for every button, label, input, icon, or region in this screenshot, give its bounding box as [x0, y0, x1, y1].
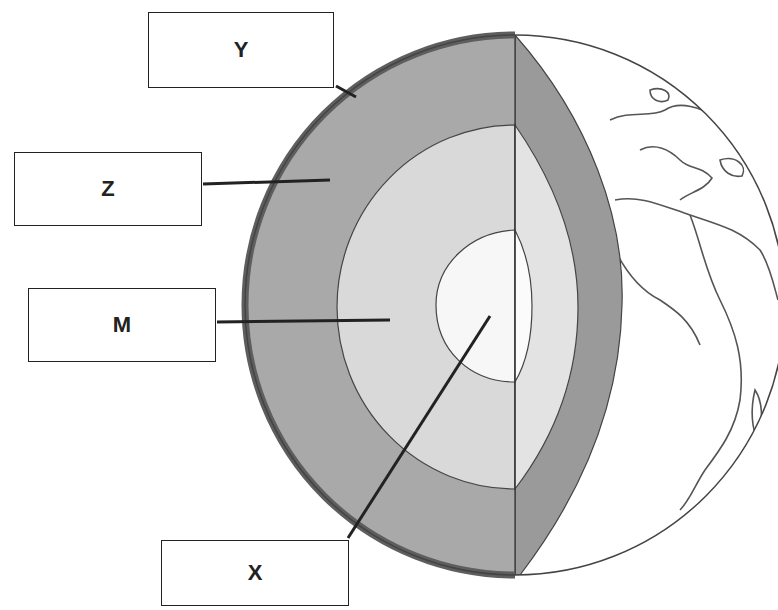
label-box: M — [28, 288, 216, 362]
label-box: X — [161, 540, 349, 606]
layer-letter: M — [113, 312, 131, 338]
continent-outline — [610, 89, 778, 510]
label-box: Z — [14, 152, 202, 226]
layer-letter: Z — [101, 176, 114, 202]
layer-letter: X — [248, 560, 263, 586]
layer-letter: Y — [234, 37, 249, 63]
label-box: Y — [148, 12, 334, 88]
leader-line — [203, 86, 490, 538]
